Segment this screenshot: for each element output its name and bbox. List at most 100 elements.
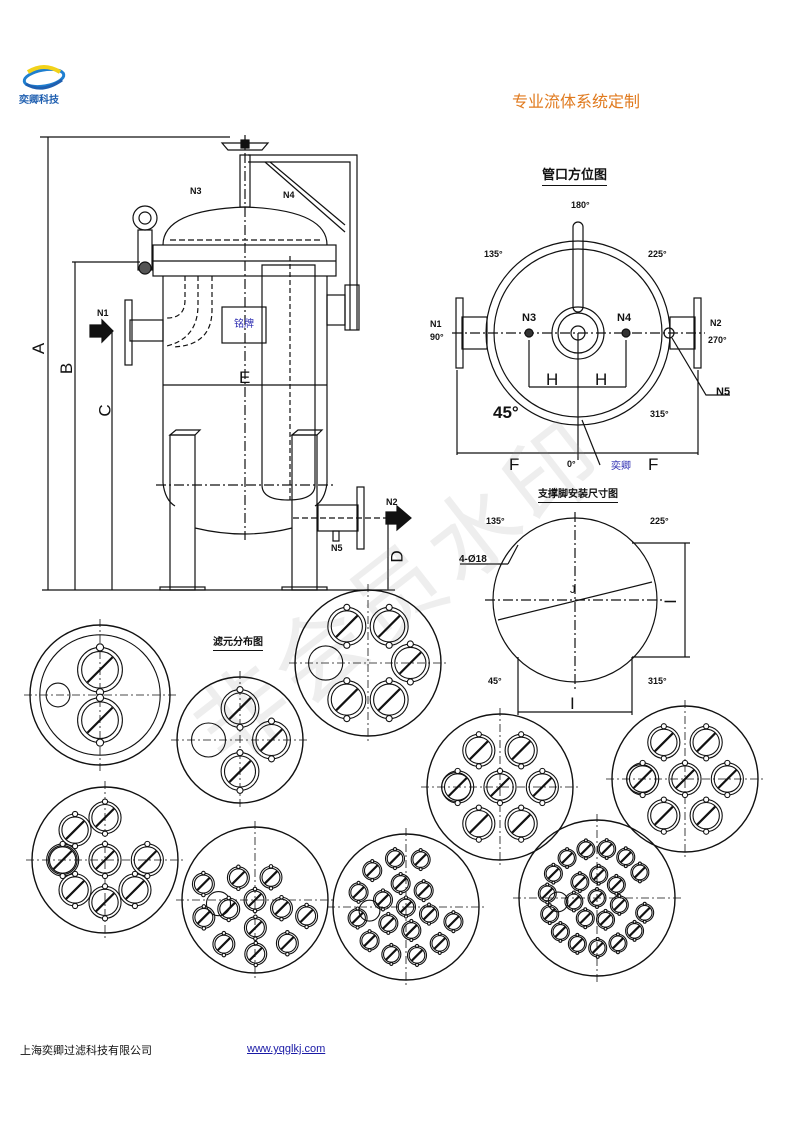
filter-clamp	[539, 799, 546, 807]
filter-handle	[248, 893, 262, 907]
filter-clamp	[71, 870, 79, 877]
filter-handle	[388, 852, 402, 865]
filter-handle	[613, 899, 626, 911]
inner-ring	[39, 634, 161, 756]
filter-handle	[417, 884, 430, 897]
filter-clamp	[451, 929, 456, 934]
filter-handle	[600, 843, 613, 855]
filter-handle	[414, 853, 427, 866]
filter-clamp	[558, 920, 563, 925]
filter-clamp	[101, 830, 109, 837]
filter-clamp	[623, 846, 628, 851]
filter-clamp	[571, 908, 576, 913]
filter-clamp	[59, 872, 66, 880]
filter-handle	[376, 893, 390, 906]
filter-handle	[65, 820, 85, 840]
filter-clamp	[703, 796, 710, 803]
filter-clamp	[454, 767, 461, 775]
filter-clamp	[639, 759, 646, 767]
filter-clamp	[101, 883, 109, 890]
filter-clamp	[571, 890, 576, 895]
filter-clamp	[642, 919, 647, 924]
filter-clamp	[226, 895, 232, 901]
filter-clamp	[101, 798, 109, 805]
dim-h-left: H	[546, 370, 559, 389]
orientation-tag: 奕卿	[611, 461, 631, 472]
filter-clamp	[343, 715, 351, 723]
filter-handle	[65, 880, 85, 900]
filter-handle	[675, 769, 695, 789]
filter-clamp	[71, 810, 79, 818]
filter-handle	[543, 908, 556, 920]
filter-handle	[377, 614, 401, 638]
filter-clamp	[632, 919, 637, 924]
filter-clamp	[409, 918, 414, 924]
filter-clamp	[617, 893, 622, 898]
filter-handle	[717, 769, 738, 789]
filter-clamp	[406, 640, 414, 648]
filter-clamp	[253, 962, 259, 968]
dim-f-right: F	[648, 455, 659, 474]
filter-handle	[561, 852, 573, 864]
filter-clamp	[389, 942, 394, 948]
filter-handle	[405, 924, 418, 937]
filter-handle	[619, 851, 632, 864]
filter-clamp	[632, 937, 637, 942]
filter-clamp	[577, 889, 582, 894]
filter-handle	[382, 917, 395, 930]
support-angle-45: 45°	[488, 676, 502, 686]
label-n4: N4	[283, 190, 295, 200]
logo-text: 奕卿科技	[19, 95, 59, 106]
filter-handle	[554, 926, 567, 938]
filter-clamp	[518, 763, 525, 770]
filter-clamp	[304, 902, 309, 908]
filter-clamp	[703, 723, 710, 730]
filter-clamp	[724, 791, 731, 799]
filter-clamp	[703, 755, 710, 762]
dim-i-horizontal: I	[570, 694, 575, 713]
filter-clamp	[355, 925, 360, 930]
filter-clamp	[71, 902, 79, 910]
filter-clamp	[398, 890, 403, 896]
filter-clamp	[475, 731, 482, 738]
dim-e: E	[239, 368, 251, 387]
angle-90: 90°	[430, 332, 444, 342]
filter-clamp	[285, 951, 290, 957]
filter-clamp	[614, 873, 619, 878]
filter-handle	[433, 937, 446, 950]
filter-clamp	[414, 962, 420, 967]
filter-clamp	[355, 906, 360, 911]
filter-clamp	[575, 932, 580, 937]
filter-clamp	[236, 749, 244, 757]
footer-website-link[interactable]: www.yqglkj.com	[247, 1043, 326, 1055]
filter-handle	[52, 850, 73, 870]
support-angle-135: 135°	[486, 516, 505, 526]
filter-handle	[399, 900, 413, 914]
filter-clamp	[623, 864, 628, 869]
filter-handle	[447, 777, 468, 797]
filter-clamp	[221, 952, 227, 958]
filter-clamp	[575, 950, 580, 955]
angle-315: 315°	[650, 409, 669, 419]
support-holes: 4-Ø18	[459, 554, 487, 565]
filter-clamp	[380, 907, 386, 912]
filter-clamp	[252, 886, 258, 892]
filter-clamp	[201, 892, 206, 898]
filter-handle	[638, 906, 651, 919]
filter-handle	[447, 915, 460, 928]
filter-handle	[352, 886, 365, 899]
dim-h-right: H	[595, 370, 608, 389]
filter-handle	[228, 697, 252, 720]
filter-clamp	[221, 930, 227, 936]
nameplate-label: 铭牌	[234, 319, 254, 330]
filter-clamp	[639, 791, 646, 799]
nozzle-orientation-plan	[452, 221, 730, 466]
filter-clamp	[403, 914, 409, 919]
filter-clamp	[496, 799, 504, 807]
filter-clamp	[545, 882, 550, 887]
filter-clamp	[386, 930, 391, 935]
label-n1: N1	[97, 308, 109, 318]
filter-clamp	[101, 872, 109, 880]
filter-clamp	[236, 886, 241, 892]
support-angle-315: 315°	[648, 676, 667, 686]
